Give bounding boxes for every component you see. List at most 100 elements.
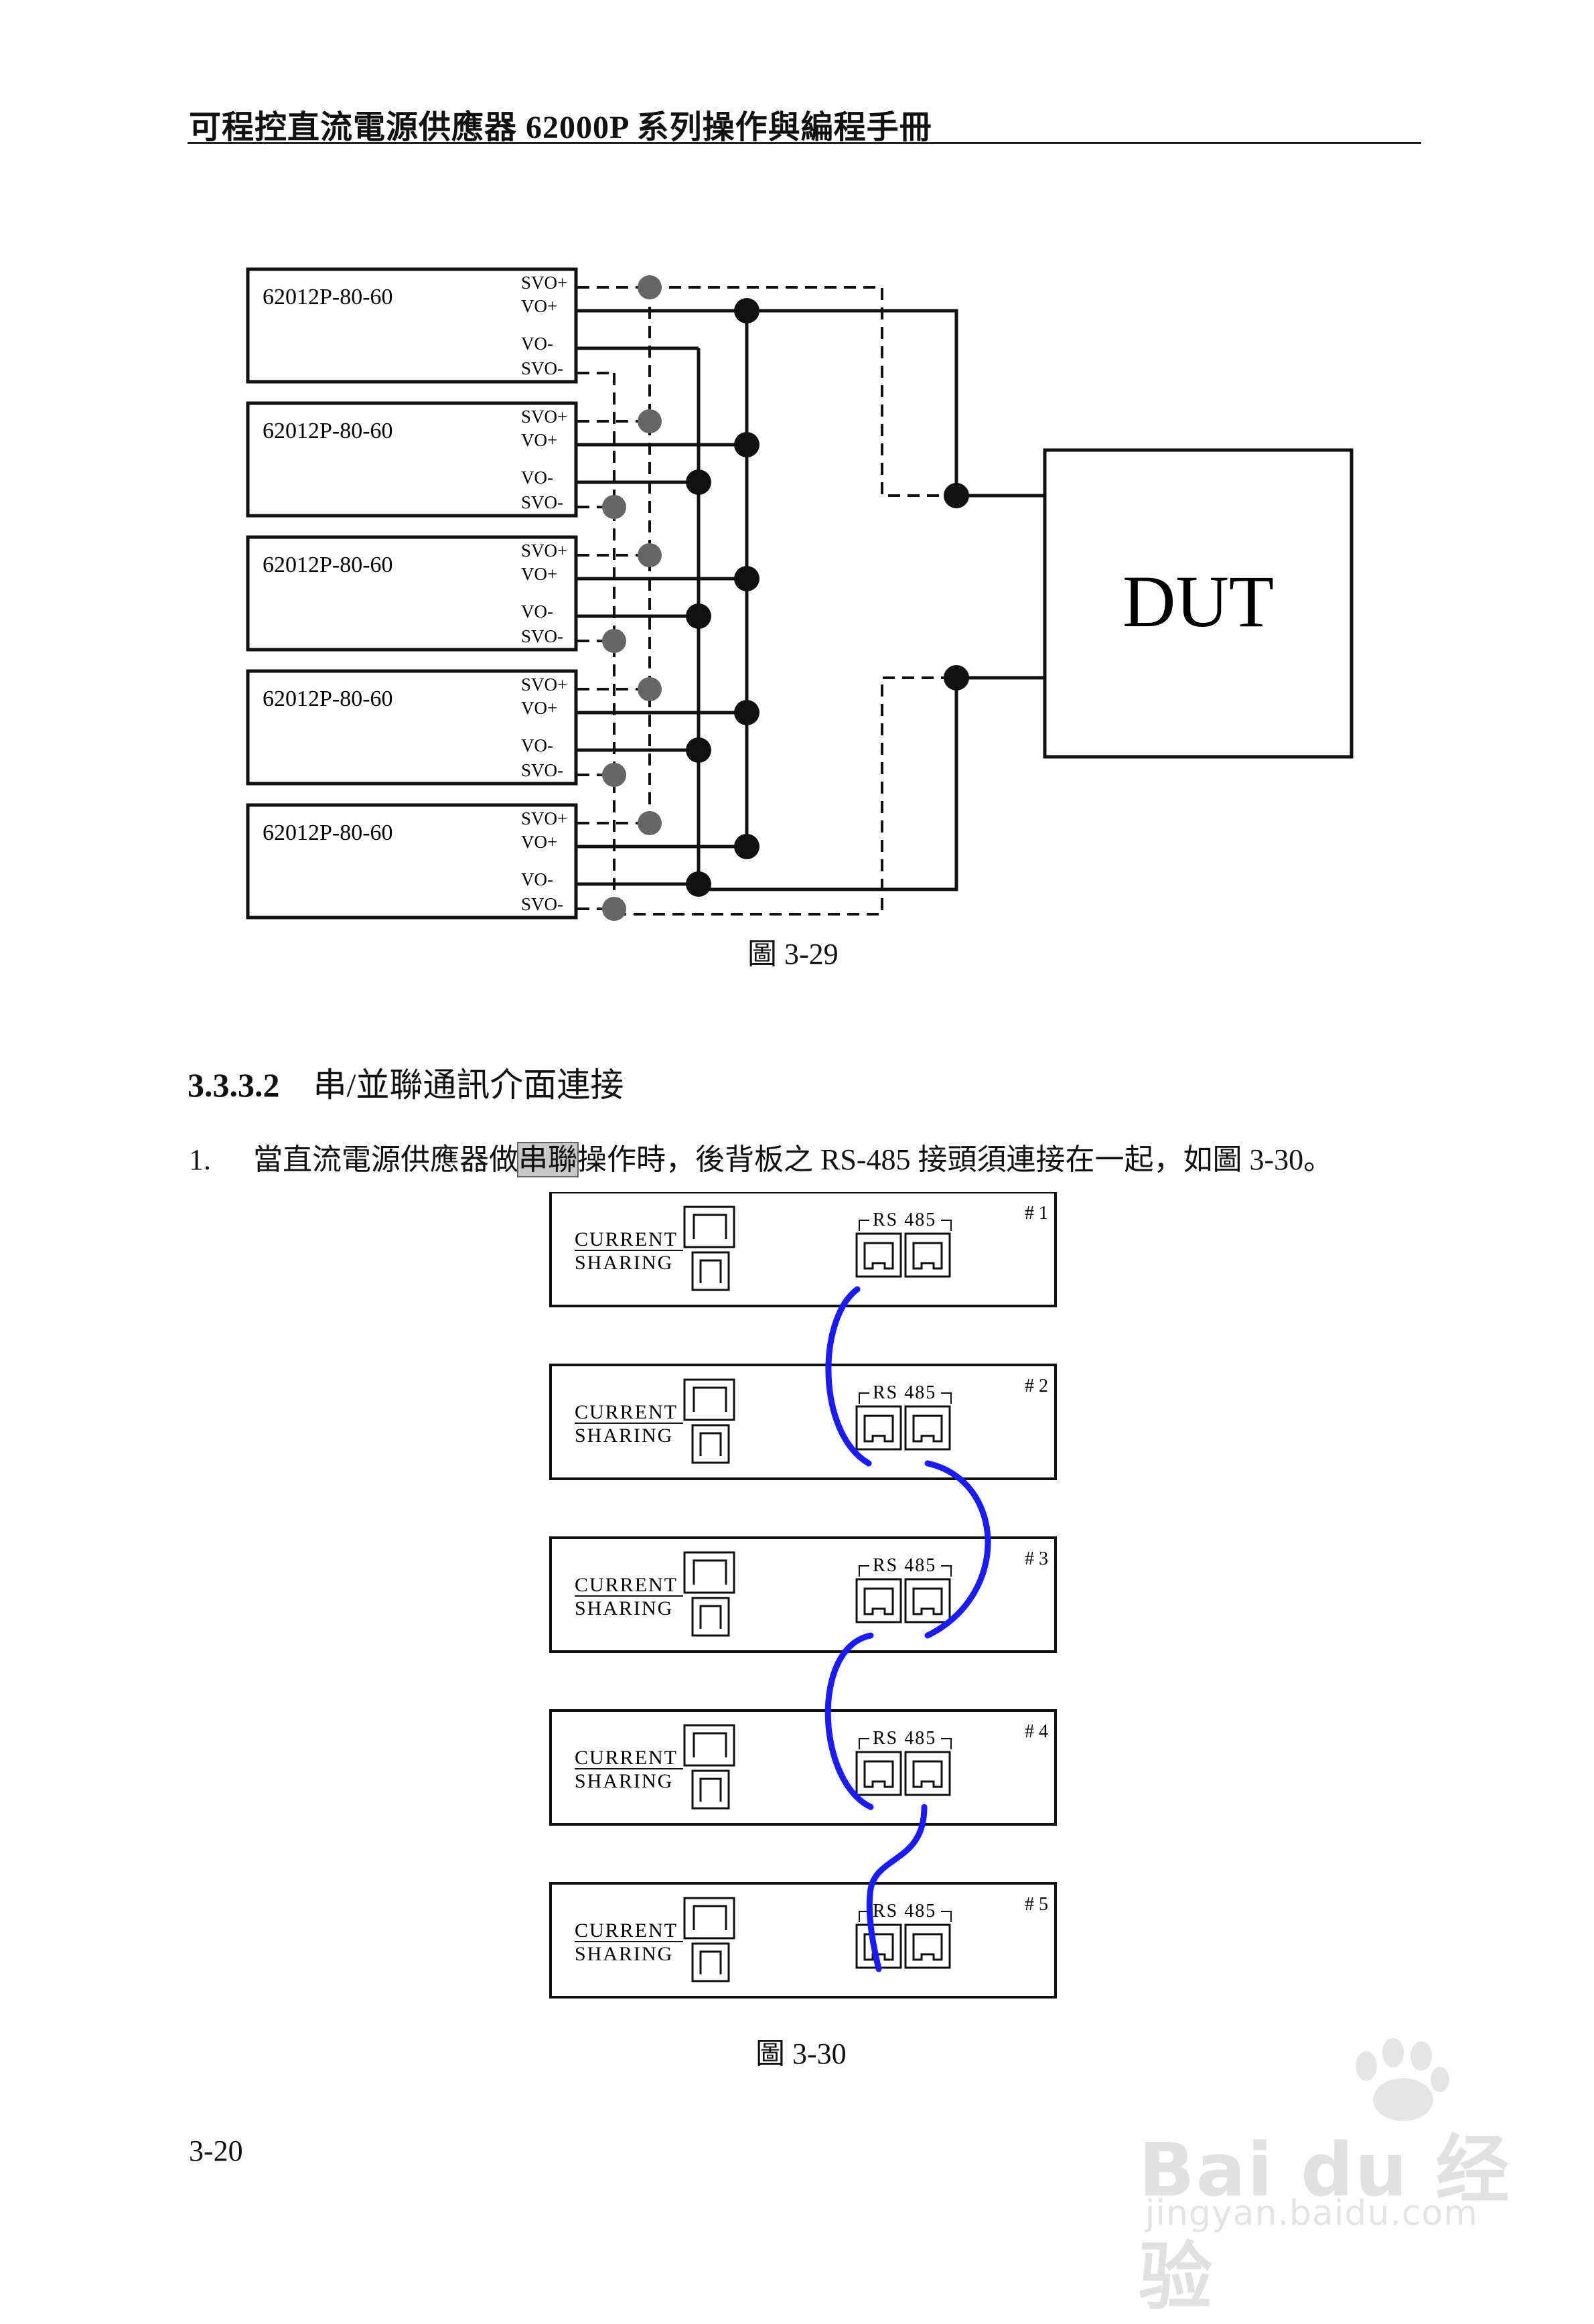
current-sharing-jack [683,1378,735,1421]
current-sharing-label: CURRENT [575,1228,678,1250]
terminal-label: SVO- [521,626,563,646]
unit-number: # 5 [1025,1894,1048,1915]
rear-panel-box [549,1192,1057,1307]
supply-box [246,669,578,786]
sense-plus-to-dut [650,286,956,497]
current-sharing-jack-small-socket [699,1432,722,1456]
rs485-cables [824,1286,991,1972]
dut-box: DUT [1043,448,1354,759]
section-number: 3.3.3.2 [188,1066,280,1104]
baidu-jingyan-watermark: Bai du 经验 jingyan.baidu.com [1139,2036,1514,2320]
sense-junction-dot [638,275,662,299]
current-sharing-jack-small-socket [699,1950,722,1974]
supply-model-label: 62012P-80-60 [263,285,393,309]
rj45-jack [904,1751,951,1796]
current-sharing-jack-socket [693,1214,727,1239]
sense-junction-dot [638,811,662,835]
supply-model-label: 62012P-80-60 [263,820,393,845]
current-sharing-jack-small-socket [699,1777,722,1802]
step-number: 1. [189,1143,211,1176]
rj45-jack [855,1751,902,1796]
section-title: 串/並聯通訊介面連接 [313,1066,624,1104]
dut-junction-dot [944,483,969,508]
rj45-jack [904,1578,951,1623]
rj45-jack [855,1405,902,1451]
junction-dot [734,566,759,591]
terminal-label: SVO- [521,358,563,378]
sense-junction-dot [602,495,626,519]
supply-box [246,401,578,518]
step-text-after: 操作時，後背板之 RS-485 接頭須連接在一起，如圖 3-30。 [577,1143,1333,1176]
supply-model-label: 62012P-80-60 [263,419,393,443]
rs485-bracket [859,1392,952,1404]
terminal-label: SVO+ [521,273,567,293]
sense-junction-dot [638,543,662,567]
junction-dot [734,298,759,323]
rear-panel-box [549,1536,1057,1653]
sense-junction-dot [638,409,662,433]
terminal-label: VO+ [521,832,557,852]
rs485-bracket [859,1911,952,1922]
rear-panel-box [549,1709,1057,1826]
terminal-label: VO- [521,735,553,755]
current-sharing-label: CURRENT [575,1747,678,1769]
current-sharing-jack-small-socket [699,1605,722,1629]
current-sharing-label: CURRENT [575,1574,678,1596]
page-number: 3-20 [189,2134,243,2167]
current-sharing-label: SHARING [575,1597,673,1619]
terminal-label: SVO+ [521,407,567,427]
supply-box [246,535,578,652]
page-header-title: 可程控直流電源供應器 62000P 系列操作與編程手冊 [189,110,932,145]
rj45-jack-socket [863,1414,894,1443]
terminal-label: VO+ [521,296,557,316]
terminal-label: SVO+ [521,540,567,561]
unit-number: # 4 [1025,1721,1048,1742]
current-sharing-jack-socket [693,1386,727,1412]
figure-3-29-caption: 圖 3-29 [747,938,839,970]
cable-4-5 [866,1804,928,1972]
supply-model-label: 62012P-80-60 [263,686,393,711]
section-heading: 3.3.3.2 串/並聯通訊介面連接 [188,1058,624,1106]
current-sharing-jack [683,1897,735,1940]
terminal-label: VO- [521,869,553,889]
current-sharing-label: CURRENT [575,1401,678,1423]
terminal-label: VO- [521,467,553,488]
rj45-jack-socket [863,1242,894,1270]
current-sharing-jack-small [691,1942,730,1982]
junction-dot [686,871,711,897]
cable-1-2 [825,1286,872,1467]
unit-number: # 3 [1025,1548,1048,1569]
current-sharing-jack [683,1206,735,1248]
current-sharing-label: SHARING [575,1943,673,1965]
rs485-label: RS 485 [873,1210,936,1230]
step-1-paragraph: 1.當直流電源供應器做串聯操作時，後背板之 RS-485 接頭須連接在一起，如圖… [189,1135,1333,1178]
rs485-bracket [859,1220,952,1231]
current-sharing-jack-socket [693,1732,727,1757]
sense-junction-dot [602,629,626,653]
current-sharing-jack-small [691,1424,730,1464]
current-sharing-label: SHARING [575,1252,673,1274]
header-rule [188,142,1421,144]
terminal-label: VO- [521,601,553,622]
terminal-label: SVO+ [521,808,567,828]
rs485-bracket [859,1565,952,1577]
current-sharing-jack [683,1724,735,1767]
parallel-wiring-diagram: 62012P-80-60SVO+VO+VO-SVO-62012P-80-60SV… [246,267,1354,921]
current-sharing-jack-socket [693,1905,727,1930]
supply-box [246,267,578,384]
rj45-jack-socket [912,1414,943,1443]
rj45-jack [904,1923,951,1969]
current-sharing-jack-small [691,1769,730,1810]
rj45-jack-socket [863,1587,894,1615]
highlighted-term: 串聯 [517,1142,579,1177]
current-sharing-label: SHARING [575,1770,673,1792]
supply-units: 62012P-80-60SVO+VO+VO-SVO-62012P-80-60SV… [246,267,578,920]
terminal-label: VO+ [521,698,557,718]
